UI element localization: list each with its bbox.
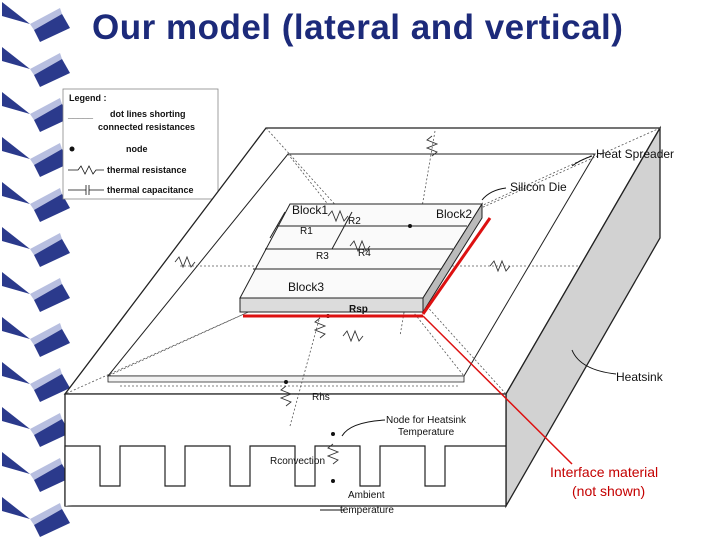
- interface-diagonal: [421, 217, 492, 315]
- node-dot: [408, 224, 412, 228]
- label-ambient-2: temperature: [340, 505, 394, 516]
- label-rconvection: Rconvection: [270, 456, 325, 467]
- label-silicon-die: Silicon Die: [510, 180, 567, 194]
- annotation-arrows: [341, 155, 617, 437]
- deco-nib: [2, 227, 70, 267]
- interface-pointer: [422, 315, 573, 465]
- resistor-r4: [349, 239, 371, 253]
- legend-capacitor-symbol: [68, 185, 104, 195]
- left-decoration: [2, 2, 70, 537]
- label-rsp: Rsp: [349, 304, 368, 315]
- legend-node-dot: [69, 146, 75, 152]
- legend-item-node: node: [126, 144, 148, 154]
- deco-nib: [2, 317, 70, 357]
- legend-item-capacitance: thermal capacitance: [107, 185, 194, 195]
- silicon-die-arrow: [481, 187, 507, 201]
- label-rhs: Rhs: [312, 392, 330, 403]
- deco-nib: [2, 47, 70, 87]
- thermal-model-diagram: Legend : _____ dot lines shorting connec…: [62, 88, 674, 516]
- deco-nib: [2, 407, 70, 447]
- label-heatsink: Heatsink: [616, 370, 664, 384]
- label-interface-1: Interface material: [550, 464, 658, 480]
- label-block1: Block1: [292, 203, 328, 217]
- legend: Legend : _____ dot lines shorting connec…: [62, 88, 219, 200]
- legend-box: [62, 88, 219, 200]
- resistor-left: [174, 255, 196, 269]
- label-r2: R2: [348, 216, 361, 227]
- die-front: [239, 297, 424, 313]
- legend-item-resistance: thermal resistance: [107, 165, 187, 175]
- resistor-r2: [327, 209, 349, 223]
- legend-item-symbol: _____: [67, 110, 94, 120]
- heatsink-fins: [64, 445, 506, 506]
- heat-spreader-arrow: [571, 155, 593, 167]
- deco-nib: [2, 182, 70, 222]
- resistor-rsp-b: [342, 329, 364, 343]
- deco-nib: [2, 2, 70, 42]
- block-divider-1: [269, 211, 286, 239]
- deco-nib: [2, 497, 70, 537]
- resistor-right: [489, 259, 511, 273]
- label-ambient-1: Ambient: [348, 490, 385, 501]
- heatsink-arrow: [571, 349, 617, 375]
- legend-resistor-symbol: [68, 165, 104, 175]
- legend-item-connected: connected resistances: [98, 122, 195, 132]
- deco-nib: [2, 272, 70, 312]
- label-heat-spreader: Heat Spreader: [596, 147, 674, 161]
- label-node-heatsink-1: Node for Heatsink: [386, 415, 467, 426]
- legend-item-shorting: dot lines shorting: [110, 109, 186, 119]
- interface-highlight: [243, 217, 573, 465]
- resistor-rconv: [326, 443, 340, 465]
- ambient-ground-symbol: [320, 505, 345, 511]
- deco-nib: [2, 452, 70, 492]
- label-r3: R3: [316, 251, 329, 262]
- resistor-symbols: [174, 135, 511, 465]
- legend-heading: Legend :: [69, 93, 107, 103]
- silicon-die: [239, 202, 483, 314]
- node-dot: [284, 380, 288, 384]
- node-dot: [331, 479, 335, 483]
- slide-title: Our model (lateral and vertical): [92, 8, 624, 47]
- label-r1: R1: [300, 226, 313, 237]
- deco-nib: [2, 137, 70, 177]
- deco-nib: [2, 362, 70, 402]
- block-divider-2: [331, 211, 353, 250]
- label-r4: R4: [358, 248, 371, 259]
- label-block3: Block3: [288, 280, 324, 294]
- label-block2: Block2: [436, 207, 472, 221]
- resistor-rsp-a: [313, 317, 327, 339]
- node-heatsink-arrow: [341, 419, 386, 437]
- heatsink-inner-rim: [107, 375, 465, 383]
- resistor-rhs: [279, 385, 293, 407]
- label-interface-2: (not shown): [572, 483, 645, 499]
- label-node-heatsink-2: Temperature: [398, 427, 455, 438]
- deco-nib: [2, 92, 70, 132]
- node-dot: [331, 432, 335, 436]
- resistor-top: [425, 135, 439, 157]
